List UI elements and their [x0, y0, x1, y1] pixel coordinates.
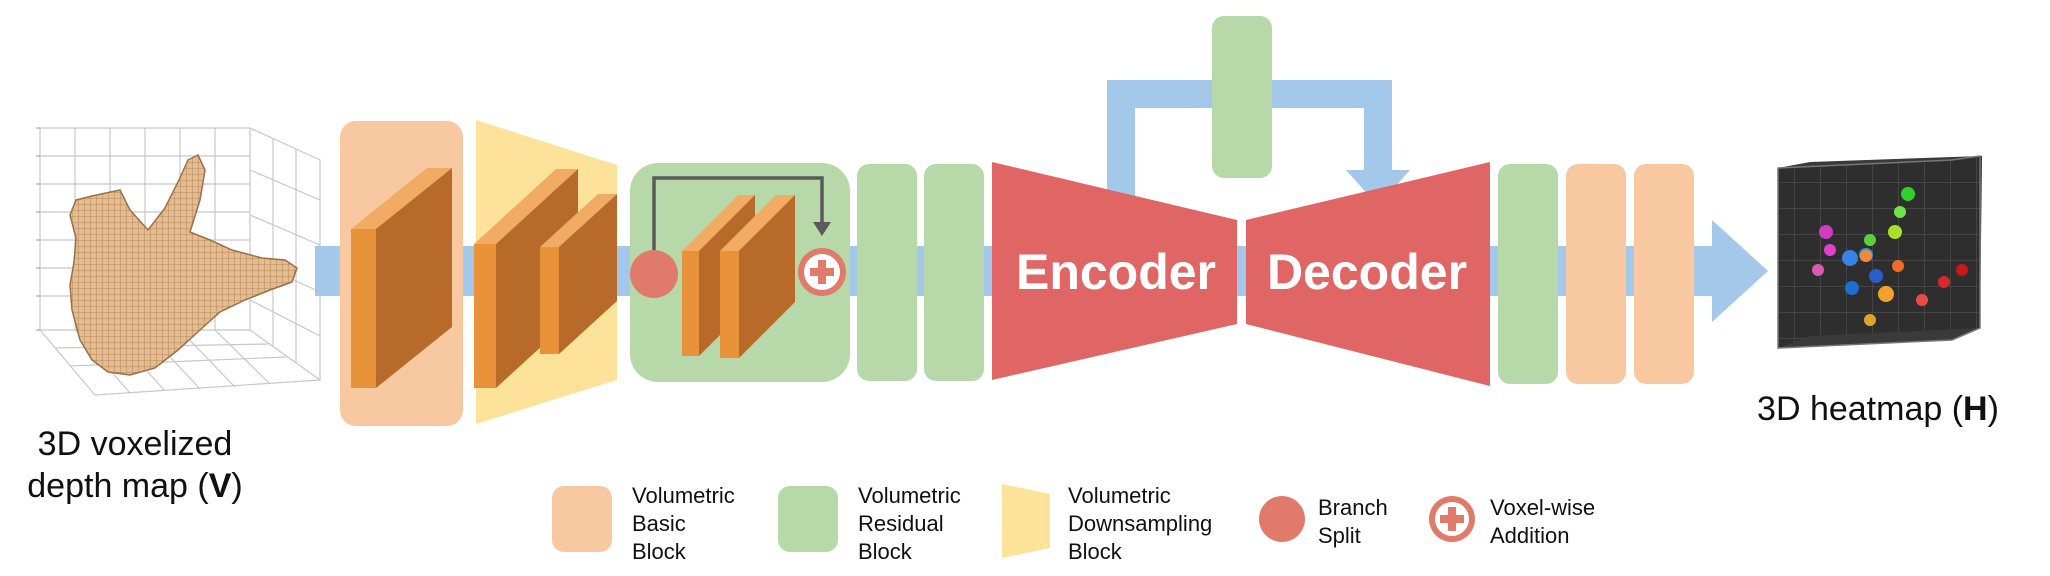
residual-block-4	[1498, 164, 1558, 384]
decoder-label: Decoder	[1267, 244, 1467, 300]
residual-block-bottleneck	[1212, 16, 1272, 178]
legend-basic-block-label-1: Volumetric	[632, 483, 735, 508]
legend-branch-split-label-2: Split	[1318, 523, 1361, 548]
legend-downsampling-block-label-1: Volumetric	[1068, 483, 1171, 508]
legend-voxel-addition-label-1: Voxel-wise	[1490, 495, 1595, 520]
encoder-label: Encoder	[1016, 244, 1216, 300]
voxel-addition-node	[798, 248, 846, 296]
legend-downsampling-block-swatch	[1002, 484, 1050, 558]
conv-slab-1	[351, 168, 452, 388]
encoder-block	[992, 162, 1237, 380]
heatmap-joint-blobs	[1812, 187, 1968, 326]
skip-connection-arrow	[652, 176, 824, 262]
residual-block-2	[857, 164, 917, 381]
conv-slab-3	[540, 194, 617, 354]
legend-voxel-addition-label-2: Addition	[1490, 523, 1570, 548]
decoder-block	[1246, 162, 1490, 386]
legend-residual-block-label-3: Block	[858, 539, 913, 564]
input-label-line2: depth map (V)	[27, 467, 242, 505]
legend-downsampling-block-label-3: Block	[1068, 539, 1123, 564]
legend: Volumetric Basic Block Volumetric Residu…	[552, 483, 1595, 564]
conv-slab-2	[474, 169, 578, 388]
legend-voxel-addition-swatch	[1429, 496, 1475, 542]
legend-basic-block-label-3: Block	[632, 539, 687, 564]
input-label: 3D voxelized	[38, 425, 233, 463]
legend-residual-block-swatch	[778, 486, 838, 552]
voxelized-hand-shape	[69, 153, 298, 376]
legend-downsampling-block-label-2: Downsampling	[1068, 511, 1212, 536]
branch-split-node	[630, 250, 678, 298]
basic-block-3	[1634, 164, 1694, 384]
conv-slab-5	[720, 195, 795, 358]
legend-branch-split-label-1: Branch	[1318, 495, 1388, 520]
legend-residual-block-label-1: Volumetric	[858, 483, 961, 508]
basic-block-2	[1566, 164, 1626, 384]
legend-branch-split-swatch	[1259, 496, 1305, 542]
output-heatmap-cube	[1777, 155, 1982, 349]
legend-residual-block-label-2: Residual	[858, 511, 944, 536]
residual-block-3	[924, 164, 984, 381]
legend-basic-block-swatch	[552, 486, 612, 552]
output-label: 3D heatmap (H)	[1757, 390, 1999, 428]
legend-basic-block-label-2: Basic	[632, 511, 686, 536]
